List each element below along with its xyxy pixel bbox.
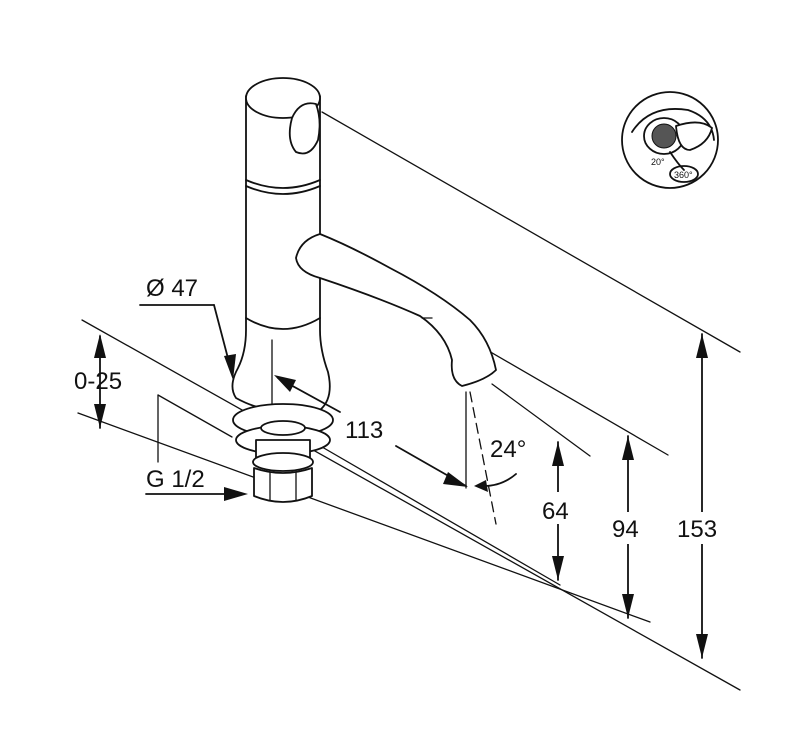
tap-spout: [295, 233, 497, 387]
thread-label: G 1/2: [146, 466, 205, 493]
dim-total-height: 153: [676, 333, 728, 659]
dim-spout-height: 94: [610, 435, 646, 619]
dim-diameter: Ø 47: [139, 275, 236, 380]
adjustment-label: 0-25: [74, 368, 122, 395]
dim-outlet-height: 64: [540, 441, 576, 581]
dim-adjustment: 0-25: [74, 334, 122, 429]
tap-base: [232, 403, 334, 503]
total-height-label: 153: [677, 516, 717, 543]
angle-label: 24°: [490, 436, 526, 463]
swivel-large-label: 360°: [674, 170, 693, 180]
swivel-small-label: 20°: [651, 157, 665, 167]
dim-reach: 113: [274, 375, 468, 487]
aerator-inset: 20° 360°: [621, 91, 719, 189]
dim-thread: G 1/2: [145, 466, 248, 501]
reach-label: 113: [345, 417, 383, 444]
diameter-label: Ø 47: [146, 275, 198, 302]
spout-height-label: 94: [612, 516, 639, 543]
outlet-height-label: 64: [542, 498, 569, 525]
angle-lines: [465, 391, 517, 525]
tap-body: [231, 77, 331, 414]
extension-lines: [77, 111, 741, 691]
